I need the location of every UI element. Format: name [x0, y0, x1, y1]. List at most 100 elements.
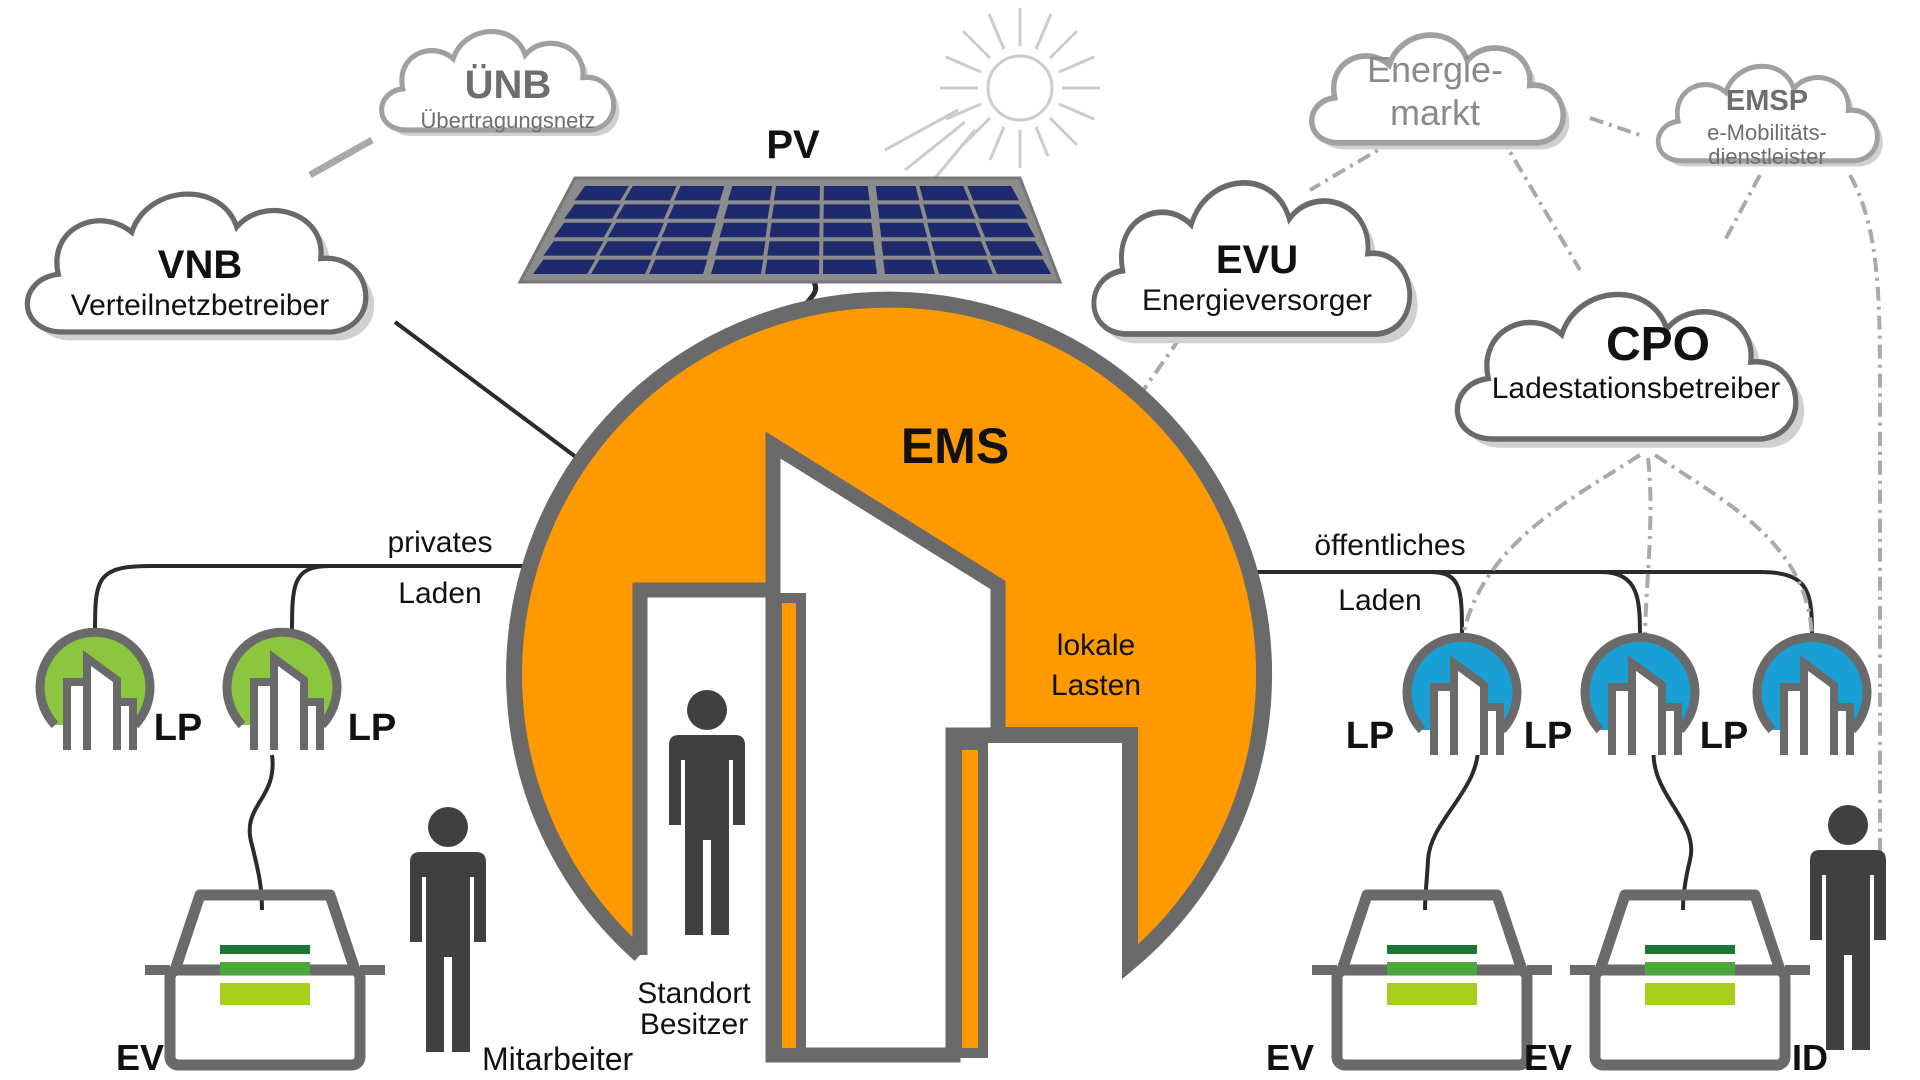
pv-cell — [719, 222, 768, 238]
uenb-subtitle: Übertragungsnetz — [421, 108, 596, 133]
pv-cell — [574, 186, 629, 201]
pv-cell — [883, 259, 935, 274]
link-market-evu — [1308, 138, 1397, 192]
sun-icon — [940, 8, 1100, 168]
lp-public-3-icon — [1752, 632, 1872, 755]
pv-cell — [674, 186, 725, 201]
pv-cell — [533, 259, 596, 274]
link-cpo-lp3 — [1653, 453, 1814, 641]
pv-cell — [927, 222, 982, 238]
owner-label-line2: Besitzer — [640, 1008, 748, 1041]
ems-window-left — [772, 593, 806, 1058]
pv-cell — [769, 222, 820, 238]
pv-cell — [767, 241, 820, 256]
ems-building — [506, 291, 1273, 1063]
lp-private-1-icon — [35, 627, 155, 750]
ems-title: EMS — [901, 418, 1009, 474]
pv-cell — [875, 186, 920, 201]
pv-cell — [715, 241, 766, 256]
evu-title: EVU — [1216, 238, 1298, 282]
private-charging-line — [93, 564, 546, 636]
pv-panel — [517, 176, 1063, 284]
cable-lp-private-ev — [247, 754, 275, 911]
person-employee-icon — [410, 807, 486, 1052]
connections — [93, 116, 1882, 911]
lp-public-1-icon — [1402, 632, 1522, 755]
pv-cell — [655, 241, 712, 256]
ev-label-3: EV — [1524, 1037, 1572, 1078]
link-market-emsp — [1589, 116, 1641, 137]
evu-subtitle: Energieversorger — [1142, 284, 1372, 317]
pv-cell — [728, 186, 773, 201]
pv-cells — [533, 186, 1051, 274]
owner-label-line1: Standort — [637, 977, 751, 1010]
pv-cell — [935, 259, 993, 274]
pv-cell — [979, 222, 1035, 238]
private-charging-line1: privates — [387, 526, 492, 559]
pv-cell — [616, 204, 671, 219]
link-market-cpo — [1498, 133, 1582, 272]
pv-cell — [771, 204, 820, 219]
energiemarkt-line2: markt — [1390, 92, 1480, 133]
link-cpo-lp1 — [1460, 453, 1642, 641]
pv-cell — [823, 222, 874, 238]
pv-cell — [624, 186, 677, 201]
pv-cell — [543, 241, 604, 256]
pv-cell — [919, 186, 970, 201]
pv-cell — [667, 204, 721, 219]
emsp-line1: e-Mobilitäts- — [1707, 120, 1827, 145]
pv-cell — [881, 241, 932, 256]
pv-cell — [607, 222, 664, 238]
pv-cell — [879, 222, 928, 238]
pv-cell — [649, 259, 708, 274]
lp-public-3-label: LP — [1700, 715, 1749, 757]
pv-cell — [553, 222, 613, 238]
link-emsp-id — [1848, 174, 1882, 880]
lp-private-2-label: LP — [348, 707, 397, 749]
pv-cell — [711, 259, 764, 274]
link-cpo-lp2 — [1643, 457, 1653, 641]
ems-loads-line2: Lasten — [1051, 669, 1141, 702]
vnb-subtitle: Verteilnetzbetreiber — [71, 289, 330, 322]
ev-label-1: EV — [116, 1037, 164, 1078]
ems-window-right — [952, 740, 988, 1058]
pv-cell — [823, 204, 872, 219]
public-charging-line1: öffentliches — [1314, 529, 1465, 562]
pv-cell — [564, 204, 621, 219]
grid-line-uenb-vnb — [308, 136, 374, 179]
pv-cell — [991, 259, 1051, 274]
public-charging-line — [1224, 570, 1814, 641]
link-emsp-cpo — [1723, 174, 1762, 241]
vnb-title: VNB — [158, 243, 242, 287]
pv-cell — [823, 186, 870, 201]
person-id-icon — [1810, 805, 1886, 1050]
private-charging-line2: Laden — [398, 577, 481, 610]
ems-loads-line1: lokale — [1057, 629, 1135, 662]
pv-cell — [973, 204, 1027, 219]
pv-cell — [985, 241, 1043, 256]
pv-cell — [661, 222, 716, 238]
cpo-title: CPO — [1606, 318, 1710, 371]
cable-lp-public1-ev — [1423, 744, 1481, 911]
pv-cell — [599, 241, 658, 256]
ev-public-2 — [1570, 895, 1810, 1065]
uenb-title: ÜNB — [465, 62, 552, 107]
pv-cell — [823, 259, 877, 274]
lp-public-2-label: LP — [1524, 715, 1573, 757]
pv-label: PV — [766, 123, 820, 167]
ev-public-1 — [1312, 895, 1552, 1065]
pv-cell — [931, 241, 988, 256]
pv-cell — [967, 186, 1019, 201]
pv-cell — [591, 259, 652, 274]
lp-public-1-label: LP — [1346, 715, 1395, 757]
lp-public-2-icon — [1580, 632, 1700, 755]
energiemarkt-line1: Energie- — [1367, 49, 1503, 90]
emsp-title: EMSP — [1726, 85, 1808, 117]
public-charging-line2: Laden — [1338, 584, 1421, 617]
ev-private — [145, 895, 385, 1065]
lp-private-2-icon — [222, 627, 342, 750]
lp-private-1-label: LP — [154, 707, 203, 749]
employee-label: Mitarbeiter — [482, 1041, 634, 1077]
pv-cell — [923, 204, 976, 219]
